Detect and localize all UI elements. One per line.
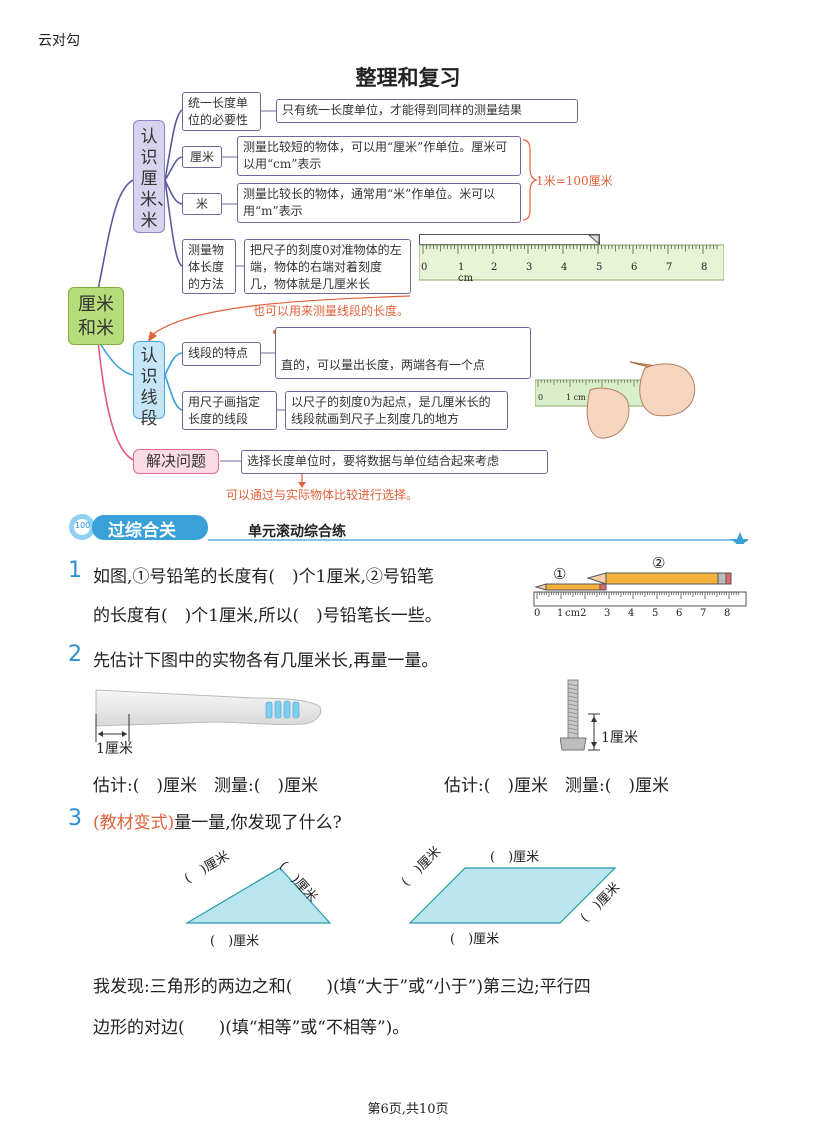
node-draw-label: 用尺子画指定长度的线段 (182, 391, 277, 430)
ruler-label: 7 (666, 262, 673, 273)
q3-number: 3 (68, 806, 82, 831)
parallelogram-bottom-label: ( )厘米 (450, 932, 500, 947)
ruler-label: 5 (596, 262, 603, 273)
parallelogram-top-label: ( )厘米 (490, 850, 540, 865)
toothbrush-head-image (95, 689, 322, 742)
node-unit-desc: 只有统一长度单位，才能得到同样的测量结果 (276, 99, 578, 123)
node-m-label: 米 (182, 193, 222, 215)
category-segment: 认识线段 (133, 341, 165, 429)
node-unit-label: 统一长度单位的必要性 (182, 92, 261, 131)
q2-text: 先估计下图中的实物各有几厘米长,再量一量。 (93, 651, 439, 671)
q1-ruler-label: 3 (604, 608, 611, 619)
q2-number: 2 (68, 642, 82, 667)
relation-label: 1米=100厘米 (536, 174, 613, 188)
hand-ruler-illustration (535, 361, 696, 439)
ruler-label: 3 (526, 262, 533, 273)
q3-finding-line2: 边形的对边( )(填“相等”或“不相等”)。 (93, 1018, 410, 1038)
node-problem-desc: 选择长度单位时，要将数据与单位结合起来考虑 (241, 450, 548, 474)
q3-prompt: (教材变式)量一量,你发现了什么? (93, 808, 342, 833)
screw-image (560, 679, 600, 751)
q1-ruler-label: 8 (724, 608, 731, 619)
badge-icon: 100 (75, 521, 91, 530)
small-ruler-label: 1 cm (566, 393, 586, 402)
category-problem: 解决问题 (133, 449, 219, 474)
parallelogram-shape (408, 867, 617, 924)
ruler-label: 1 cm (458, 262, 474, 284)
mindmap-ruler (419, 234, 724, 281)
category-cm-m: 认识厘米、米 (133, 120, 174, 233)
root-node-label: 厘米和米 (78, 294, 114, 339)
q3-tag: (教材变式) (93, 813, 175, 833)
q1-ruler-label: 6 (676, 608, 683, 619)
node-cm-desc: 测量比较短的物体，可以用“厘米”作单位。厘米可以用“cm”表示 (237, 136, 521, 176)
node-segment-desc: 直的，可以量出长度，两端各有一个点 (275, 327, 531, 379)
q3-shapes (184, 867, 617, 924)
q1-ruler-label: 5 (652, 608, 659, 619)
ruler-label: 4 (561, 262, 568, 273)
q3-text: 量一量,你发现了什么? (174, 813, 342, 833)
category-segment-label: 认识线段 (140, 346, 158, 429)
q1-ruler-label: 1 (557, 608, 564, 619)
ruler-label: 0 (421, 262, 428, 273)
mindmap-connectors (97, 109, 538, 488)
page-title: 整理和复习 (355, 66, 461, 90)
ruler-label: 6 (631, 262, 638, 273)
q2-unit2: 1厘米 (601, 730, 638, 746)
ruler-label: 2 (491, 262, 498, 273)
q1-ruler-label: 7 (700, 608, 707, 619)
q3-finding-line1: 我发现:三角形的两边之和( )(填“大于”或“小于”)第三边;平行四 (93, 977, 591, 997)
node-cm-label: 厘米 (182, 146, 222, 168)
triangle-bottom-label: ( )厘米 (210, 934, 260, 949)
ruler-label: 8 (701, 262, 708, 273)
q1-line2: 的长度有( )个1厘米,所以( )号铅笔长一些。 (93, 606, 442, 626)
q1-pencil2-label: ② (652, 554, 666, 572)
q2-answer-screw: 估计:( )厘米 测量:( )厘米 (444, 776, 669, 796)
node-draw-desc: 以尺子的刻度0为起点，是几厘米长的线段就画到尺子上刻度几的地方 (285, 391, 508, 430)
node-method-desc: 把尺子的刻度0对准物体的左端，物体的右端对着刻度几，物体就是几厘米长 (244, 239, 411, 294)
section-header: 100 过综合关 单元滚动综合练 (68, 510, 748, 544)
q1-line1: 如图,①号铅笔的长度有( )个1厘米,②号铅笔 (93, 567, 434, 587)
note-measure-segment: 也可以用来测量线段的长度。 (253, 304, 410, 318)
page-footer: 第6页,共10页 (367, 1102, 449, 1117)
q1-ruler-label: 4 (628, 608, 635, 619)
q2-unit1: 1厘米 (96, 741, 133, 757)
q1-ruler-label: cm2 (565, 608, 587, 619)
triangle-shape (184, 867, 332, 924)
small-ruler-label: 0 (538, 393, 544, 402)
node-m-desc: 测量比较长的物体，通常用“米”作单位。米可以用“m”表示 (237, 183, 521, 223)
q1-pencil1-label: ① (553, 565, 567, 583)
section-badge: 过综合关 (108, 521, 176, 541)
section-subtitle: 单元滚动综合练 (248, 524, 346, 540)
q1-pencils-ruler (533, 572, 747, 607)
node-segment-label: 线段的特点 (182, 342, 261, 366)
brand-label: 云对勾 (38, 33, 80, 49)
category-cm-m-label: 认识厘米、米 (140, 127, 174, 231)
q1-ruler-label: 0 (534, 608, 541, 619)
q1-number: 1 (68, 558, 82, 583)
q2-answer-toothbrush: 估计:( )厘米 测量:( )厘米 (93, 776, 318, 796)
section-header-bg (69, 514, 748, 544)
note-compare: 可以通过与实际物体比较进行选择。 (226, 488, 419, 502)
node-method-label: 测量物体长度的方法 (182, 239, 236, 294)
root-node: 厘米和米 (68, 287, 124, 345)
